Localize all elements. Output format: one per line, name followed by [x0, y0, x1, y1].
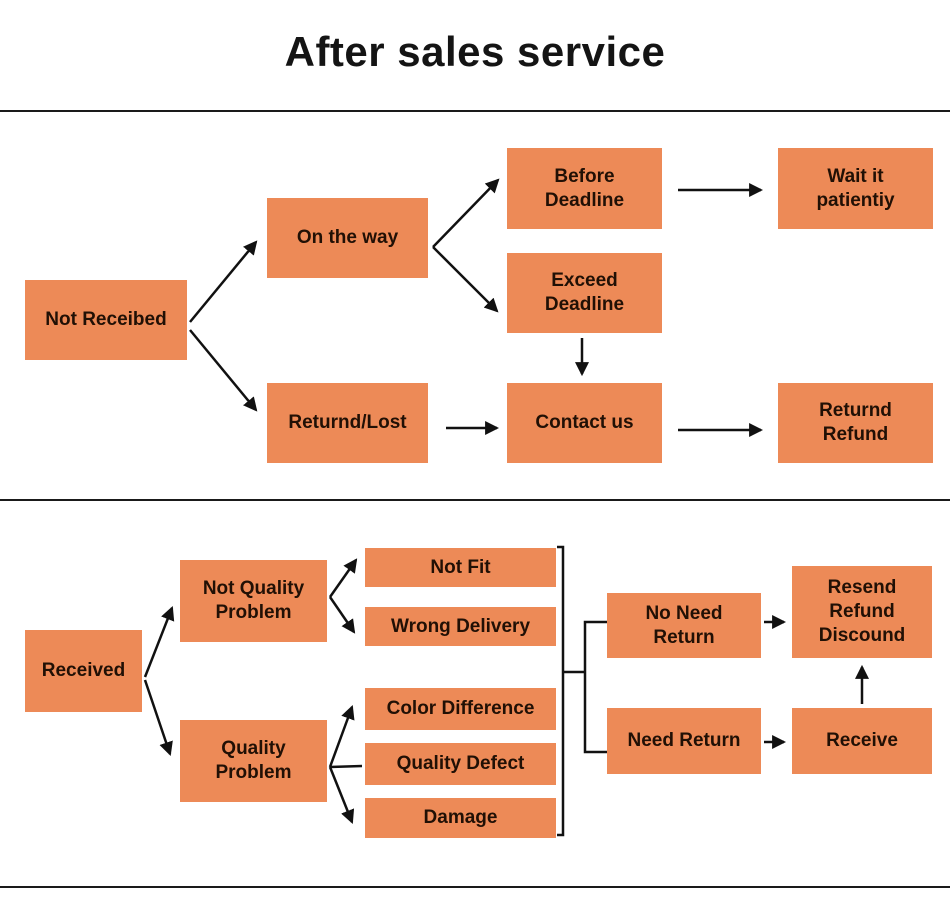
- node-not-received: Not Receibed: [25, 280, 187, 360]
- node-need-return: Need Return: [607, 708, 761, 774]
- arrow-notquality-notfit: [328, 558, 358, 598]
- bracket-collector: [557, 545, 565, 837]
- node-receive: Receive: [792, 708, 932, 774]
- node-not-quality-problem: Not Quality Problem: [180, 560, 327, 642]
- arrow-notreceived-returndlost: [189, 329, 258, 412]
- node-damage: Damage: [365, 798, 556, 838]
- arrow-notquality-wrongdelivery: [328, 596, 356, 634]
- arrow-notreceived-ontheway: [189, 240, 258, 323]
- arrow-received-quality: [143, 679, 173, 756]
- node-quality-defect: Quality Defect: [365, 743, 556, 785]
- node-contact-us: Contact us: [507, 383, 662, 463]
- node-resend-refund-discound: Resend Refund Discound: [792, 566, 932, 658]
- section-divider-bottom: [0, 886, 950, 888]
- page-title: After sales service: [284, 28, 666, 75]
- node-on-the-way: On the way: [267, 198, 428, 278]
- node-wait-it-patiently: Wait it patientiy: [778, 148, 933, 229]
- bracket-split: [583, 620, 607, 754]
- arrow-ontheway-beforedeadline: [432, 178, 500, 248]
- node-exceed-deadline: Exceed Deadline: [507, 253, 662, 333]
- arrow-quality-colordifference: [328, 705, 355, 768]
- node-returnd-lost: Returnd/Lost: [267, 383, 428, 463]
- line-quality-qualitydefect: [329, 764, 363, 769]
- section-divider-middle: [0, 499, 950, 501]
- arrow-received-notquality: [143, 606, 175, 678]
- node-returnd-refund: Returnd Refund: [778, 383, 933, 463]
- node-received: Received: [25, 630, 142, 712]
- arrow-ontheway-exceeddeadline: [432, 246, 499, 313]
- node-wrong-delivery: Wrong Delivery: [365, 607, 556, 646]
- node-not-fit: Not Fit: [365, 548, 556, 587]
- node-color-difference: Color Difference: [365, 688, 556, 730]
- arrow-quality-damage: [328, 766, 355, 824]
- section-divider-top: [0, 110, 950, 112]
- node-before-deadline: Before Deadline: [507, 148, 662, 229]
- node-quality-problem: Quality Problem: [180, 720, 327, 802]
- node-no-need-return: No Need Return: [607, 593, 761, 658]
